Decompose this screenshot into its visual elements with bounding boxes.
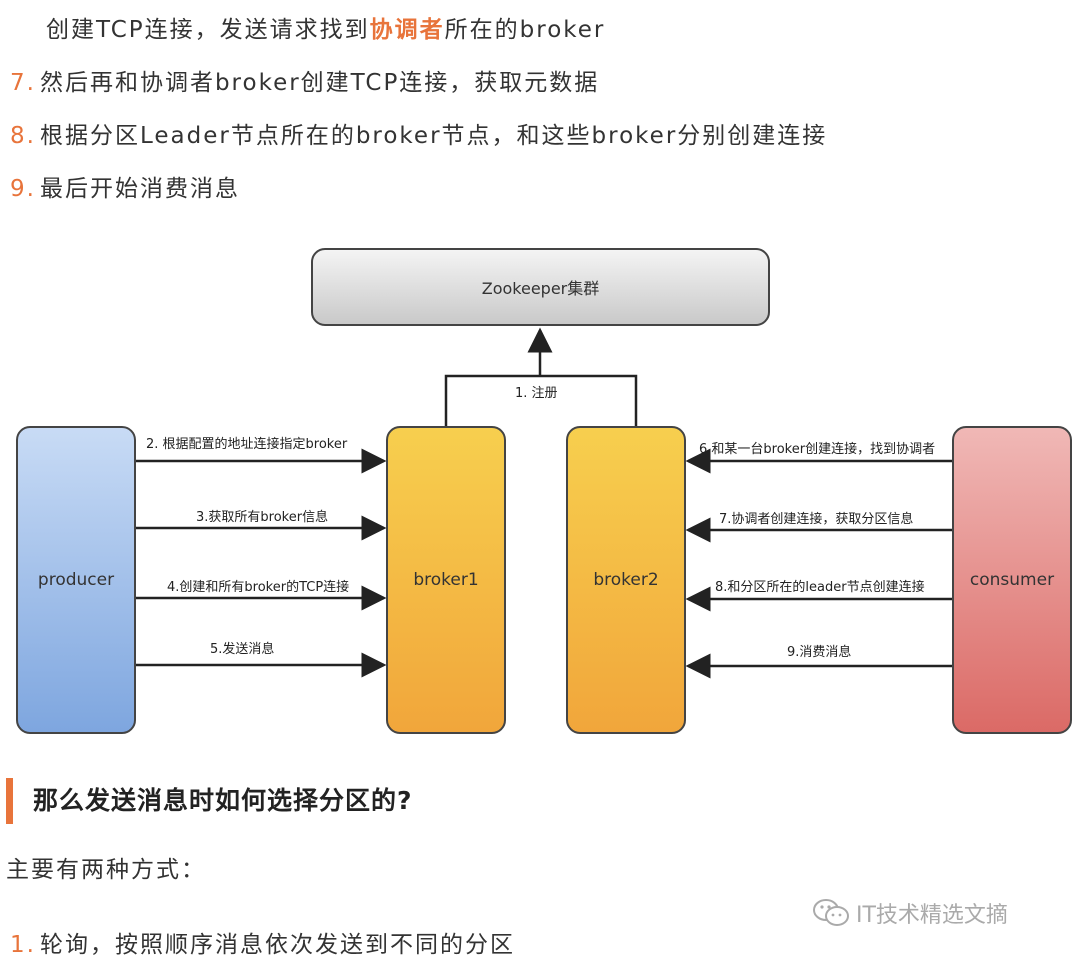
line-text: 最后开始消费消息 xyxy=(39,176,240,202)
broker2-box: broker2 xyxy=(566,426,686,734)
line-text: 创建TCP连接，发送请求找到 xyxy=(46,17,370,43)
line-text: 轮询，按照顺序消息依次发送到不同的分区 xyxy=(39,932,515,958)
wechat-icon xyxy=(813,899,849,926)
list-item-1: 1.轮询，按照顺序消息依次发送到不同的分区 xyxy=(10,925,515,959)
line-text: 然后再和协调者broker创建TCP连接，获取元数据 xyxy=(39,70,600,96)
zookeeper-cluster-box: Zookeeper集群 xyxy=(311,248,770,326)
broker1-box: broker1 xyxy=(386,426,506,734)
line-text: 所在的broker xyxy=(444,17,606,43)
text-line-7: 7.然后再和协调者broker创建TCP连接，获取元数据 xyxy=(10,63,599,97)
arrow-label-6: 6.和某一台broker创建连接，找到协调者 xyxy=(699,442,936,457)
text-line-6-continued: 创建TCP连接，发送请求找到协调者所在的broker xyxy=(46,10,605,44)
kafka-architecture-diagram: Zookeeper集群 1. 注册 producer broker1 broke… xyxy=(0,230,1080,750)
arrow-label-2: 2. 根据配置的地址连接指定broker xyxy=(146,437,348,452)
watermark: IT技术精选文摘 xyxy=(812,897,1008,929)
text-line-9: 9.最后开始消费消息 xyxy=(10,169,240,203)
intro-line: 主要有两种方式： xyxy=(6,857,206,883)
arrow-label-3: 3.获取所有broker信息 xyxy=(196,510,329,525)
watermark-text: IT技术精选文摘 xyxy=(856,903,1008,928)
text-line-8: 8.根据分区Leader节点所在的broker节点，和这些broker分别创建连… xyxy=(10,116,827,150)
arrow-label-7: 7.协调者创建连接，获取分区信息 xyxy=(719,512,914,527)
arrow-label-4: 4.创建和所有broker的TCP连接 xyxy=(167,580,350,595)
list-number: 1. xyxy=(10,932,36,958)
arrow-label-8: 8.和分区所在的leader节点创建连接 xyxy=(715,580,925,595)
diagram-connectors xyxy=(136,327,952,679)
producer-box: producer xyxy=(16,426,136,734)
register-label: 1. 注册 xyxy=(515,386,558,401)
line-text: 根据分区Leader节点所在的broker节点，和这些broker分别创建连接 xyxy=(39,123,828,149)
list-number: 9. xyxy=(10,176,36,202)
highlight-coordinator: 协调者 xyxy=(369,17,445,43)
consumer-box: consumer xyxy=(952,426,1072,734)
list-number: 8. xyxy=(10,123,36,149)
section-heading: 那么发送消息时如何选择分区的? xyxy=(6,778,413,824)
arrow-label-5: 5.发送消息 xyxy=(210,642,275,657)
intro-text: 主要有两种方式： xyxy=(6,850,206,884)
arrow-label-9: 9.消费消息 xyxy=(787,645,852,660)
list-number: 7. xyxy=(10,70,36,96)
